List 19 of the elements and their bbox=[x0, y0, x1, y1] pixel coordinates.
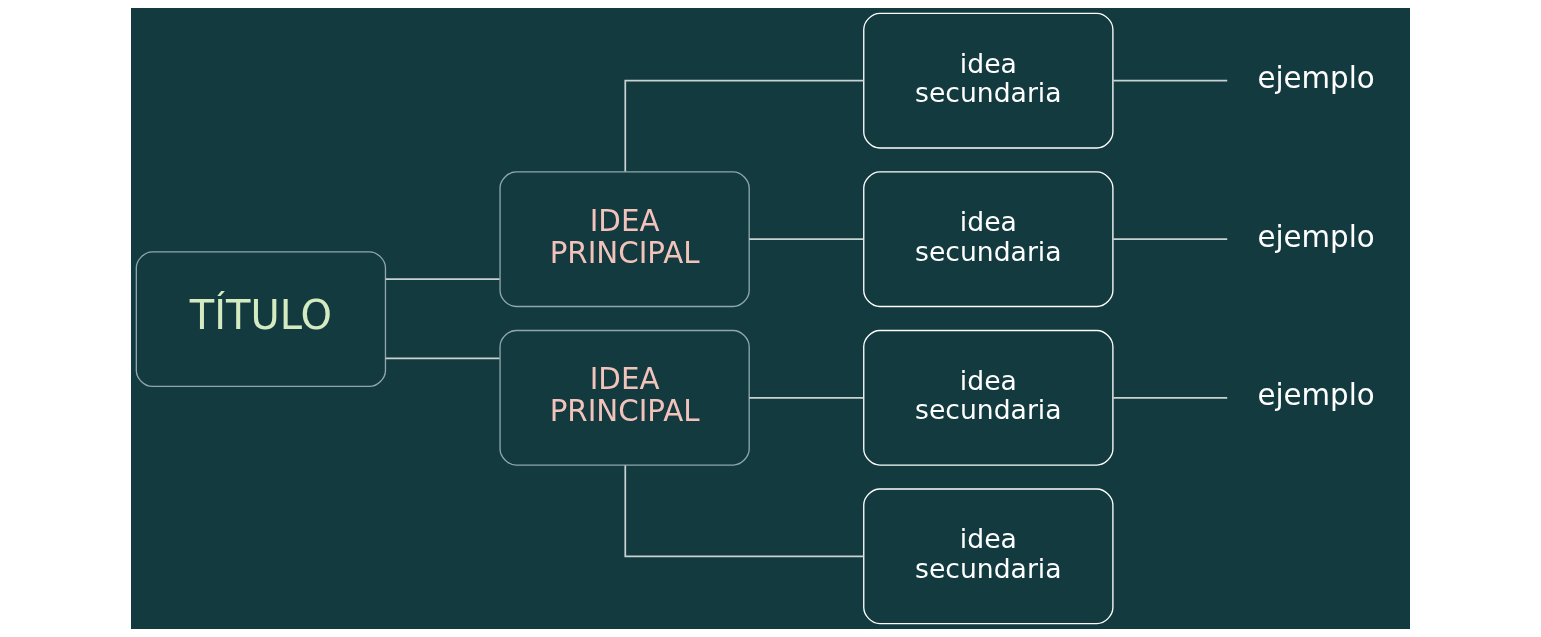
node-box: idea secundaria bbox=[863, 488, 1114, 625]
connector bbox=[1112, 79, 1229, 82]
connector bbox=[384, 278, 501, 281]
node-box: idea secundaria bbox=[863, 12, 1114, 149]
node-box: idea secundaria bbox=[863, 171, 1114, 308]
node-text: ejemplo bbox=[1257, 378, 1375, 413]
node-box: IDEA PRINCIPAL bbox=[499, 171, 750, 308]
node-text: ejemplo bbox=[1257, 61, 1375, 96]
node-box: idea secundaria bbox=[863, 329, 1114, 466]
node-box: TÍTULO bbox=[135, 251, 387, 388]
connector bbox=[624, 464, 865, 558]
node-box: IDEA PRINCIPAL bbox=[499, 329, 750, 466]
connector bbox=[748, 396, 865, 399]
connector bbox=[748, 238, 865, 241]
connector bbox=[1112, 396, 1229, 399]
connector bbox=[1112, 238, 1229, 241]
node-text: ejemplo bbox=[1257, 219, 1375, 254]
connector bbox=[624, 79, 865, 173]
connector bbox=[384, 357, 501, 360]
